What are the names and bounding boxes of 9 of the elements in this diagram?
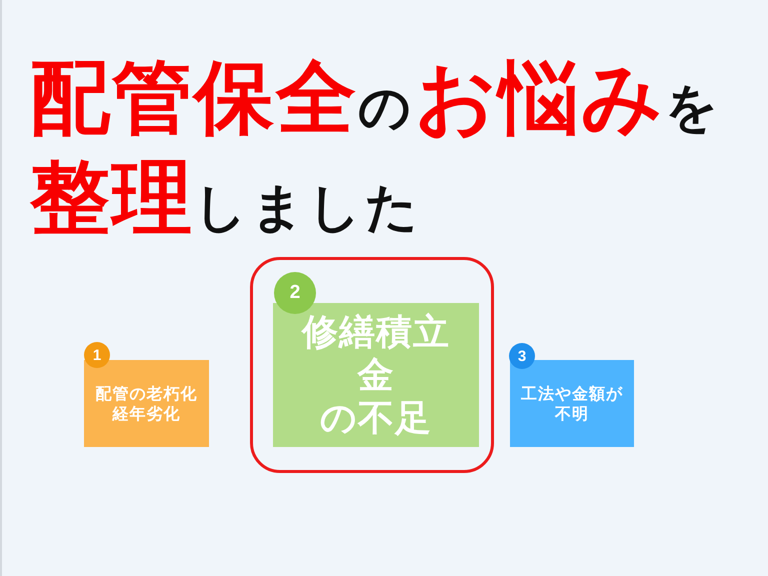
card-text: 工法や金額が不明 xyxy=(520,384,624,424)
card-text: 経年劣化 xyxy=(112,404,180,424)
number-badge: 3 xyxy=(509,343,535,369)
number-badge: 1 xyxy=(84,342,110,368)
card-text: の不足 xyxy=(319,396,433,440)
highlight-frame xyxy=(250,257,494,473)
page-title: 配管保全のお悩みを整理しました xyxy=(30,53,723,246)
card-text: 配管の老朽化 xyxy=(96,384,198,404)
number-badge: 2 xyxy=(274,272,316,314)
